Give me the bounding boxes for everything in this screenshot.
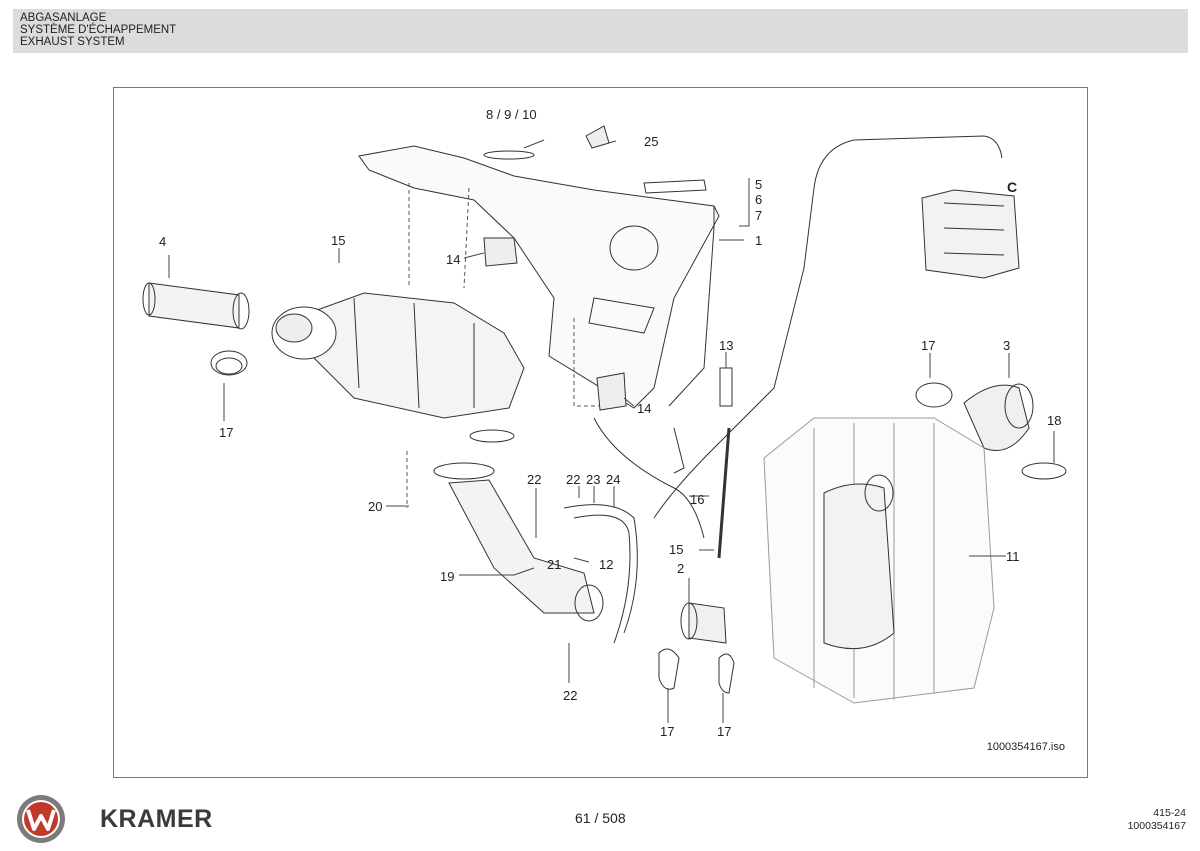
callout-22-top: 22 — [527, 472, 541, 487]
line-16 — [593, 417, 705, 539]
connector-13 — [719, 367, 733, 407]
connector-c-label: C — [1007, 179, 1017, 195]
pipe-c — [653, 135, 1003, 519]
page-number: 61 / 508 — [575, 810, 626, 826]
hose-23 — [563, 504, 638, 634]
gasket-part — [483, 150, 535, 160]
kramer-logo — [16, 794, 66, 844]
oxidation-catalyst-part — [823, 474, 895, 650]
callout-11: 11 — [1006, 549, 1020, 564]
callout-1: 1 — [755, 233, 762, 248]
callout-17-bottom-right: 17 — [717, 724, 731, 739]
doc-ref-line-2: 1000354167 — [1127, 820, 1186, 832]
sensor-14-upper — [483, 237, 518, 267]
callout-13: 13 — [719, 338, 733, 353]
callout-22-mid: 22 — [566, 472, 580, 487]
callout-21: 21 — [547, 557, 561, 572]
tailpipe-part — [142, 282, 250, 330]
callout-20: 20 — [368, 499, 382, 514]
clamp-18 — [1021, 462, 1067, 480]
callout-25: 25 — [644, 134, 658, 149]
callout-24: 24 — [606, 472, 620, 487]
exploded-diagram: 8 / 9 / 10 25 5 6 7 1 4 15 14 17 14 13 1… — [142, 107, 1067, 739]
callout-19: 19 — [440, 569, 454, 584]
clamp-17-right — [915, 382, 953, 408]
clamp-17-bottom-left — [658, 648, 680, 690]
callout-18: 18 — [1047, 413, 1061, 428]
callout-8-9-10: 8 / 9 / 10 — [486, 107, 537, 122]
callout-17-left: 17 — [219, 425, 233, 440]
seal-strip-part — [643, 179, 707, 194]
line-15b — [717, 427, 731, 559]
callout-5: 5 — [755, 177, 762, 192]
callout-15-upper: 15 — [331, 233, 345, 248]
header-band: ABGASANLAGE SYSTÈME D'ÉCHAPPEMENT EXHAUS… — [13, 9, 1188, 53]
sensor-cap-part — [585, 125, 610, 149]
callout-17-bottom-left: 17 — [660, 724, 674, 739]
callout-6: 6 — [755, 192, 762, 207]
callouts: 8 / 9 / 10 25 5 6 7 1 4 15 14 17 14 13 1… — [159, 107, 1061, 739]
callout-12: 12 — [599, 557, 613, 572]
title-german: ABGASANLAGE — [20, 12, 107, 24]
flex-pipe-part — [680, 602, 727, 644]
clamp-17-bottom-right — [718, 653, 735, 694]
title-french: SYSTÈME D'ÉCHAPPEMENT — [20, 24, 177, 36]
callout-2: 2 — [677, 561, 684, 576]
document-reference: 415-24 1000354167 — [1128, 807, 1186, 833]
callout-17-right: 17 — [921, 338, 935, 353]
title-english: EXHAUST SYSTEM — [20, 36, 125, 48]
callout-7: 7 — [755, 208, 762, 223]
drawing-id: 1000354167.iso — [986, 741, 1065, 753]
callout-14-lower: 14 — [637, 401, 651, 416]
callout-3: 3 — [1003, 338, 1010, 353]
callout-4: 4 — [159, 234, 166, 249]
exploded-diagram-frame: 8 / 9 / 10 25 5 6 7 1 4 15 14 17 14 13 1… — [113, 87, 1088, 778]
sensor-14-lower — [596, 372, 627, 411]
mounting-bracket-part — [358, 145, 720, 474]
solid-leaders — [168, 139, 1055, 723]
callout-23: 23 — [586, 472, 600, 487]
brand-name: KRAMER — [100, 805, 213, 833]
callout-14-upper: 14 — [446, 252, 460, 267]
hose-24 — [573, 514, 631, 644]
leader-lines — [406, 183, 599, 508]
particulate-filter-part — [271, 292, 525, 443]
clamp-17-left — [210, 350, 248, 376]
callout-22-bottom: 22 — [563, 688, 577, 703]
elbow-3-part — [963, 383, 1034, 451]
doc-ref-line-1: 415-24 — [1153, 807, 1186, 819]
callout-16: 16 — [690, 492, 704, 507]
callout-15-lower: 15 — [669, 542, 683, 557]
reservoir-c-part — [921, 189, 1020, 279]
